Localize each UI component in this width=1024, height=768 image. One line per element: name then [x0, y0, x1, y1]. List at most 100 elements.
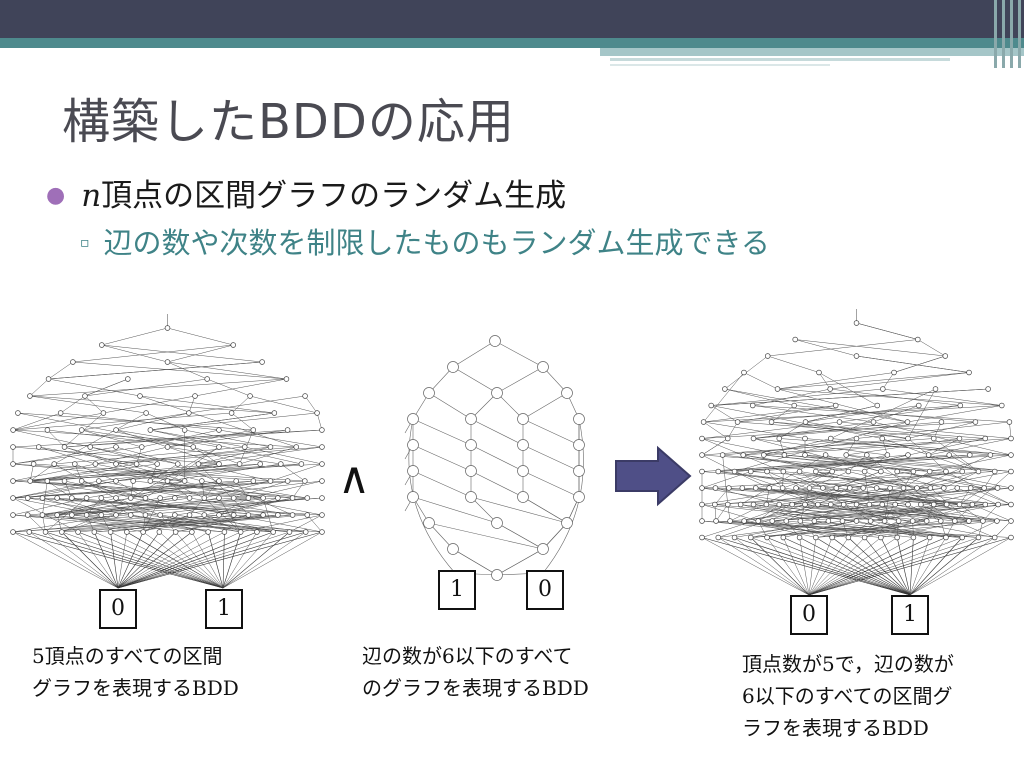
bdd-edge — [805, 405, 919, 423]
bdd-node — [806, 485, 813, 491]
bdd-edge — [907, 438, 929, 456]
bdd-edge — [167, 344, 234, 363]
bdd-edge — [839, 421, 1012, 439]
bdd-edge — [783, 537, 911, 596]
bdd-edge — [805, 421, 909, 439]
bdd-node — [741, 369, 747, 376]
bdd-edge — [753, 421, 942, 439]
bdd-edge — [884, 487, 891, 522]
bdd-node — [991, 534, 998, 541]
bdd-node — [298, 461, 305, 467]
bdd-node — [999, 402, 1005, 409]
bdd-edge — [750, 537, 810, 596]
bdd-edge — [71, 497, 241, 533]
bdd-node — [221, 529, 228, 535]
bdd-edge — [779, 487, 891, 505]
bdd-node — [573, 491, 585, 503]
bdd-edge — [12, 463, 96, 482]
bdd-edge — [270, 463, 323, 482]
bdd-edge — [792, 504, 983, 522]
bdd-node — [137, 393, 143, 399]
bdd-node — [932, 386, 939, 392]
bdd-node — [59, 529, 65, 535]
bdd-node — [44, 478, 51, 484]
bdd-edge — [452, 366, 498, 394]
bdd-edge — [909, 537, 963, 596]
bdd-node — [840, 501, 847, 508]
bdd-edge — [57, 497, 278, 516]
bdd-node — [910, 534, 917, 541]
bdd-node — [791, 402, 797, 409]
bdd-edge — [45, 531, 119, 589]
bdd-edge — [711, 405, 738, 423]
bdd-edge — [94, 514, 308, 533]
bdd-node — [975, 534, 982, 541]
bdd-node — [755, 518, 761, 524]
bdd-node — [994, 485, 1001, 491]
bdd-edge — [808, 537, 963, 596]
bdd-edge — [64, 429, 288, 448]
bdd-edge — [29, 463, 34, 482]
terminal-node-1: 1 — [438, 570, 476, 610]
bdd-node — [83, 495, 90, 501]
bdd-node — [302, 478, 308, 484]
bdd-node — [69, 512, 75, 518]
bdd-node — [822, 452, 829, 458]
bdd-edge — [101, 480, 254, 499]
bdd-edge — [727, 504, 731, 522]
bdd-node — [140, 529, 146, 535]
bdd-edge — [494, 340, 544, 368]
bdd-edge — [982, 504, 999, 522]
bdd-edge — [799, 537, 810, 596]
bdd-edge — [81, 429, 142, 448]
bdd-edge — [782, 471, 833, 489]
bdd-node — [127, 512, 134, 518]
bdd-node — [699, 485, 705, 491]
bdd-node — [83, 512, 90, 518]
bdd-edge — [836, 471, 881, 489]
bdd-edge — [873, 421, 1012, 456]
bdd-node — [980, 518, 986, 524]
header-accent-line — [610, 58, 950, 61]
bdd-edge — [701, 471, 751, 489]
bdd-edge — [17, 412, 194, 448]
bdd-node — [712, 485, 719, 491]
bdd-edge — [90, 446, 178, 465]
bdd-edge — [701, 537, 911, 596]
bdd-node — [186, 410, 192, 416]
bdd-edge — [139, 395, 275, 414]
bdd-edge — [817, 504, 995, 538]
bdd-node — [774, 386, 781, 392]
bdd-node — [832, 402, 839, 409]
bdd-node — [230, 495, 237, 501]
bdd-edge — [12, 480, 99, 499]
bdd-edge — [907, 421, 976, 439]
bdd-edge — [703, 405, 836, 423]
bdd-node — [994, 518, 1000, 524]
bdd-edge — [848, 454, 867, 472]
bdd-edge — [150, 412, 275, 431]
bdd-edge — [72, 361, 287, 380]
bdd-edge — [64, 429, 322, 448]
bdd-edge — [701, 421, 840, 439]
bdd-edge — [954, 520, 995, 538]
bdd-node — [943, 501, 950, 508]
bdd-edge — [727, 421, 738, 439]
bdd-edge — [766, 471, 783, 489]
bdd-edge — [496, 548, 544, 576]
bdd-node — [802, 501, 808, 508]
header-accent-light — [600, 48, 1024, 56]
bdd-edge — [117, 531, 274, 589]
bdd-edge — [777, 388, 908, 423]
bdd-edge — [29, 395, 147, 414]
bdd-edge — [231, 412, 254, 431]
bdd-edge — [917, 339, 946, 357]
bdd-edge — [962, 520, 998, 538]
bdd-node — [267, 444, 274, 450]
bdd-node — [712, 501, 718, 508]
bdd-edge — [522, 496, 568, 524]
bdd-node — [740, 452, 746, 458]
bdd-node — [302, 529, 309, 535]
bdd-edge — [130, 514, 241, 533]
bdd-node — [914, 485, 920, 491]
